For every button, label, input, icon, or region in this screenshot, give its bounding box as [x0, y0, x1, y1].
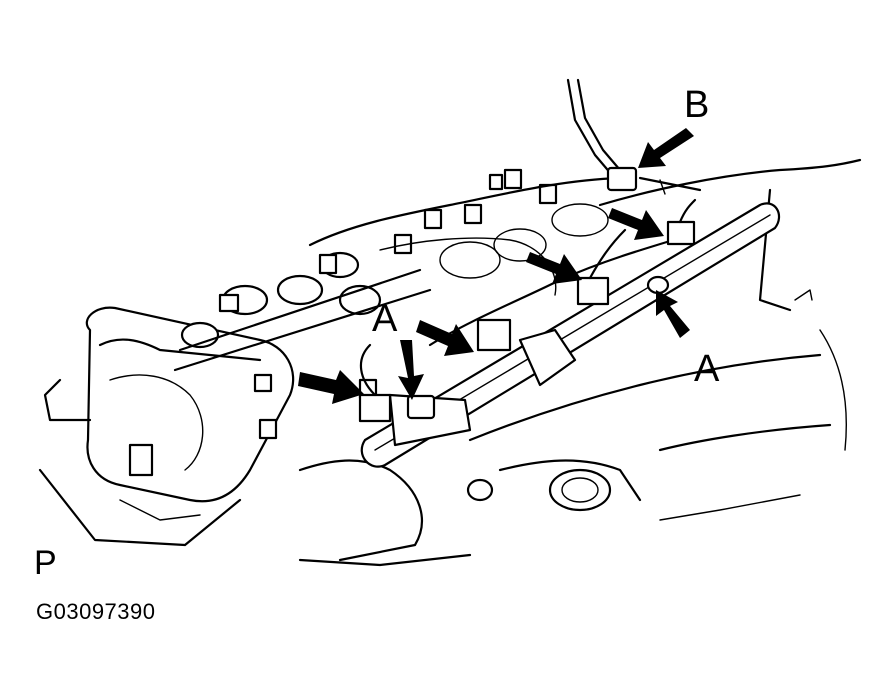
intake-manifold	[298, 329, 847, 567]
timing-belt-cover	[38, 306, 295, 547]
arrow-b	[638, 128, 694, 168]
injector-connectors	[358, 198, 697, 423]
arrow-a2	[398, 340, 424, 400]
callout-b: B	[684, 84, 710, 126]
callout-a-lower-right: A	[694, 348, 720, 390]
callout-a-upper-left: A	[372, 298, 398, 340]
arrow-a6	[656, 290, 690, 338]
arrow-a5	[608, 208, 664, 240]
fuel-hose	[566, 78, 702, 195]
arrow-a4	[526, 252, 582, 284]
figure-id: G03097390	[36, 599, 156, 624]
pointer-arrows	[298, 128, 694, 404]
camshaft	[173, 168, 558, 440]
arrow-a1	[298, 370, 364, 404]
corner-mark: P	[34, 544, 57, 582]
arrow-a3	[416, 320, 474, 356]
bolts	[406, 275, 670, 420]
